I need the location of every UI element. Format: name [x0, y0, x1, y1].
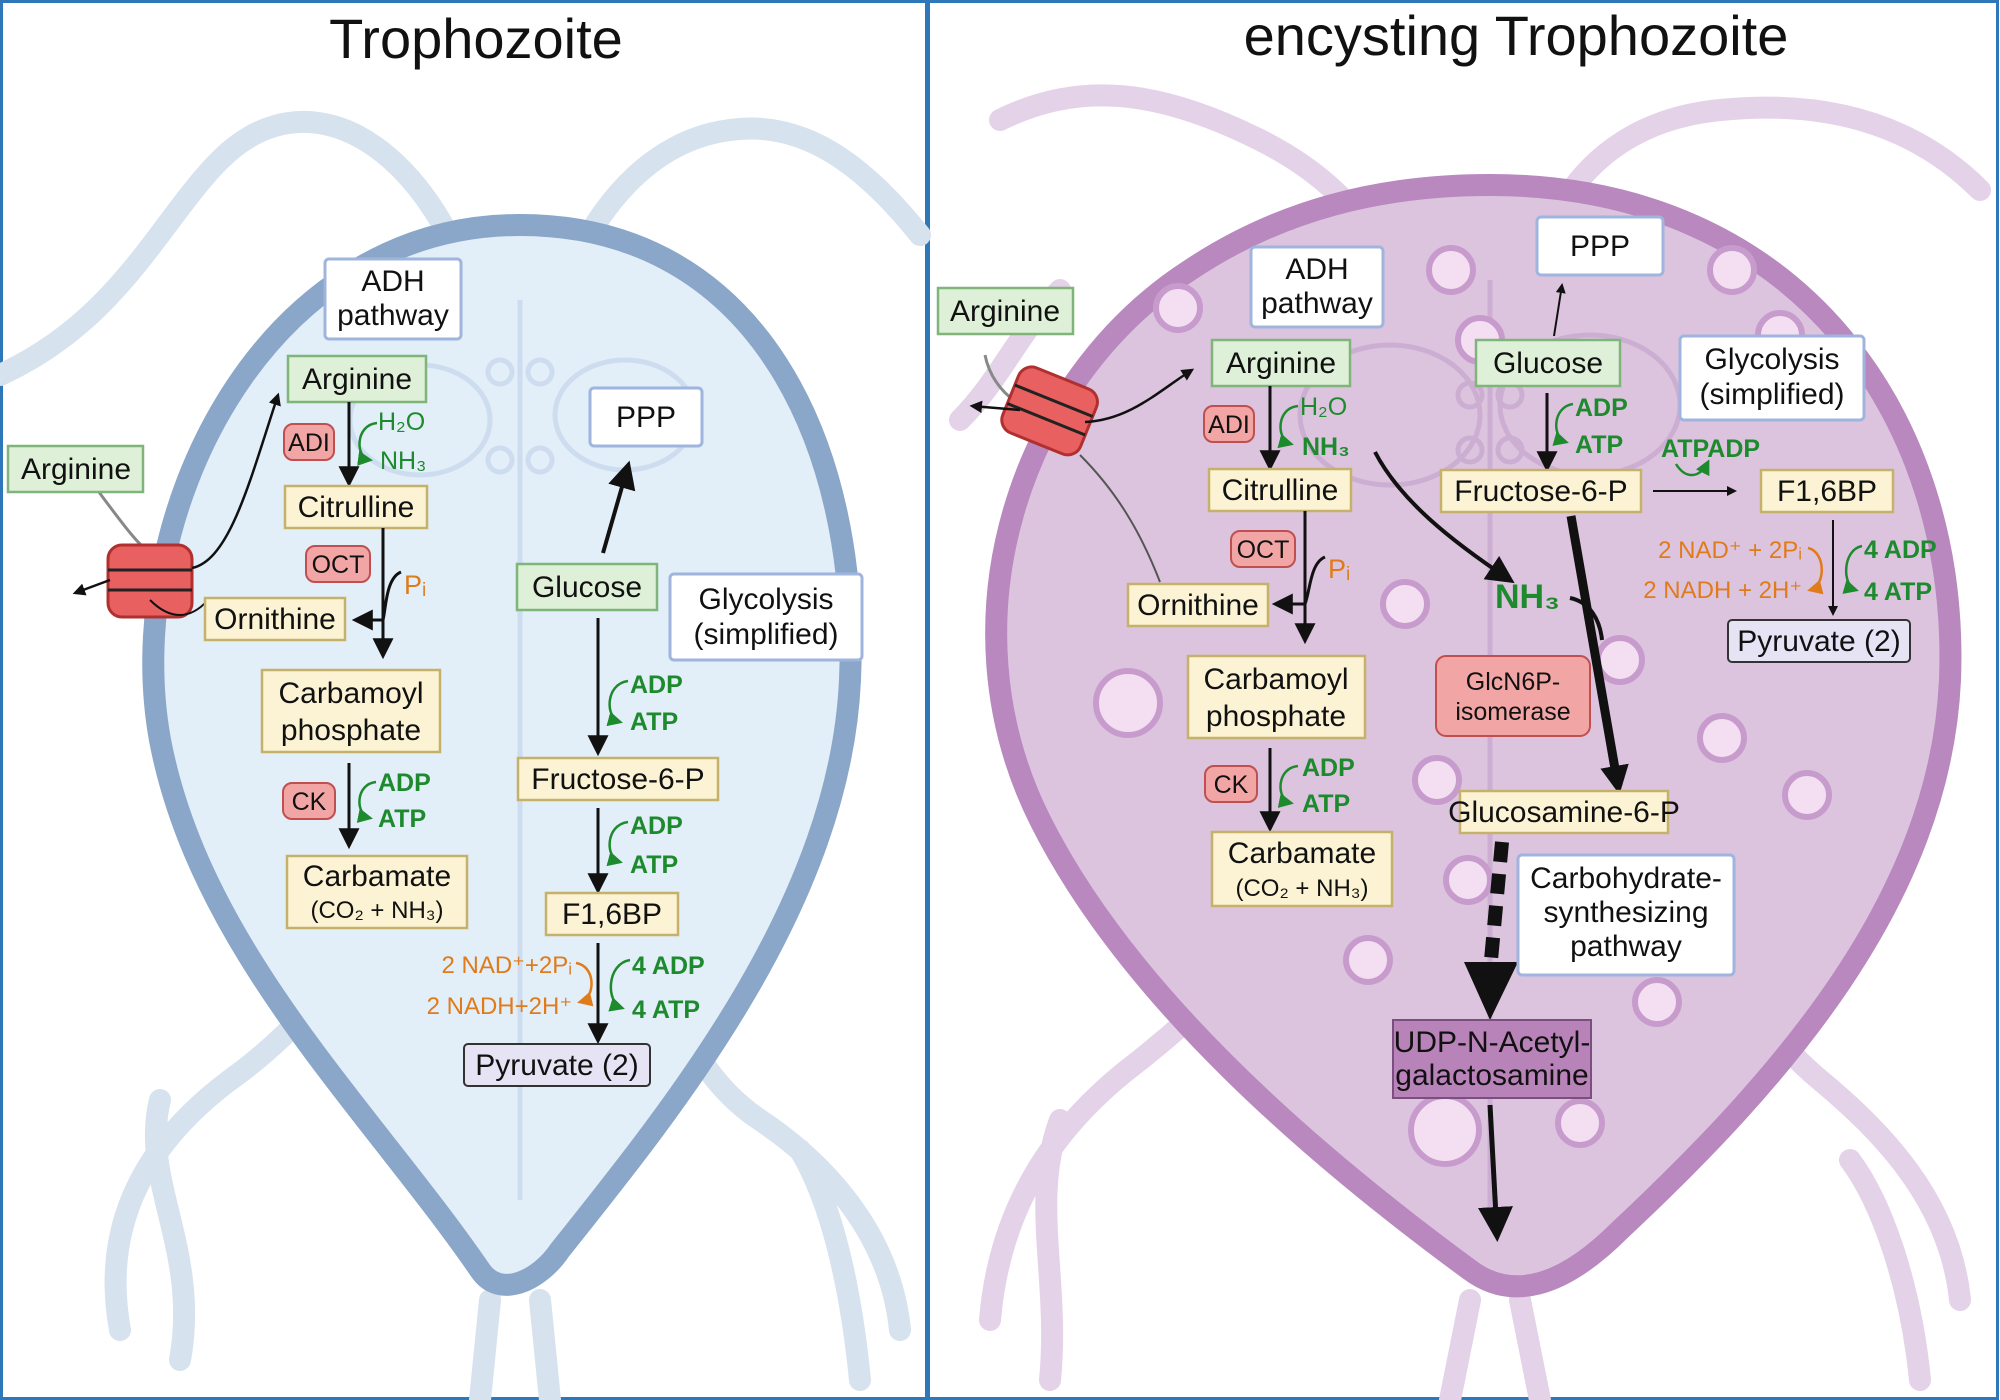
- left-h2o-label: H₂O: [378, 408, 425, 436]
- left-4adp: 4 ADP: [632, 952, 705, 980]
- right-vesicles: [1093, 245, 1832, 1167]
- left-transporter-icon: [88, 479, 194, 619]
- right-arginine-label: Arginine: [1226, 347, 1336, 380]
- left-carbamoyl-line1: Carbamoyl: [278, 677, 423, 710]
- left-arginine-outside-label: Arginine: [21, 453, 131, 486]
- right-ornithine-label: Ornithine: [1137, 589, 1259, 622]
- right-h2o-label: H₂O: [1300, 393, 1347, 421]
- right-arginine-outside-label: Arginine: [950, 295, 1060, 328]
- left-import-arrow: [191, 392, 281, 570]
- left-pyruvate-label: Pyruvate (2): [475, 1049, 638, 1082]
- right-dashed-arrow-head: [1464, 962, 1518, 1020]
- right-nh3-arrow: [1373, 451, 1515, 584]
- right-nh3-big: NH₃: [1495, 578, 1560, 616]
- left-pi-label: Pᵢ: [404, 570, 426, 600]
- right-ornithine-to-transporter: [1079, 454, 1161, 583]
- left-nadh-label: 2 NADH+2H⁺: [427, 993, 572, 1020]
- right-title: encysting Trophozoite: [1244, 4, 1789, 67]
- left-nh3-label: NH₃: [380, 447, 426, 475]
- right-citrulline-label: Citrulline: [1222, 474, 1339, 507]
- right-udp-export-arrow: [1478, 1104, 1513, 1242]
- right-carbpath-line1: Carbohydrate-: [1530, 862, 1722, 895]
- left-title: Trophozoite: [329, 7, 623, 70]
- right-atp-adp: ATPADP: [1661, 435, 1760, 463]
- right-glycolysis-line2: (simplified): [1699, 378, 1844, 411]
- left-ornithine-label: Ornithine: [214, 603, 336, 636]
- right-carbamate-label: Carbamate: [1228, 837, 1376, 870]
- left-glc-adp: ADP: [630, 671, 683, 699]
- right-nh3-label: NH₃: [1302, 433, 1350, 461]
- left-ornithine-export-arrow: [149, 599, 209, 616]
- left-glc-atp: ATP: [630, 708, 678, 736]
- right-carbpath-line2: synthesizing: [1543, 896, 1708, 929]
- left-f6p-label: Fructose-6-P: [531, 763, 704, 796]
- right-ck-label: CK: [1214, 771, 1249, 799]
- right-carbamoyl-line2: phosphate: [1206, 700, 1346, 733]
- left-carbamoyl-line2: phosphate: [281, 714, 421, 747]
- left-export-arrow: [72, 578, 111, 596]
- right-isomerase-line2: isomerase: [1455, 698, 1570, 726]
- left-f16bp-label: F1,6BP: [562, 898, 662, 931]
- right-transporter-icon: [983, 354, 1099, 457]
- right-adi-label: ADI: [1208, 411, 1250, 439]
- right-f6p-to-glcn6p-arrow: [1566, 515, 1629, 795]
- right-adh-line1: ADH: [1285, 253, 1348, 286]
- right-carbpath-line3: pathway: [1570, 930, 1682, 963]
- left-carbamate-sub: (CO₂ + NH₃): [310, 897, 443, 924]
- left-4atp: 4 ATP: [632, 996, 700, 1024]
- left-adh-line1: ADH: [361, 265, 424, 298]
- right-export-arrow: [969, 400, 1021, 414]
- left-nad-label: 2 NAD⁺+2Pᵢ: [442, 952, 573, 979]
- left-adi-label: ADI: [288, 429, 330, 457]
- right-ppp-label: PPP: [1570, 230, 1630, 263]
- right-udp-line2: galactosamine: [1395, 1059, 1588, 1092]
- right-f16bp-label: F1,6BP: [1777, 475, 1877, 508]
- right-4adp: 4 ADP: [1864, 536, 1937, 564]
- right-udp-line1: UDP-N-Acetyl-: [1394, 1026, 1591, 1059]
- right-isomerase-line1: GlcN6P-: [1466, 668, 1560, 696]
- right-pi-label: Pᵢ: [1328, 554, 1350, 584]
- left-glycolysis-line1: Glycolysis: [698, 583, 833, 616]
- right-carbamoyl-line1: Carbamoyl: [1203, 663, 1348, 696]
- right-carbamate-sub: (CO₂ + NH₃): [1235, 875, 1368, 902]
- left-ppp-label: PPP: [616, 401, 676, 434]
- left-glucose-label: Glucose: [532, 571, 642, 604]
- right-adh-line2: pathway: [1261, 287, 1373, 320]
- right-glucosamine-label: Glucosamine-6-P: [1448, 796, 1680, 829]
- right-glc-atp: ATP: [1575, 431, 1623, 459]
- right-import-arrow: [1084, 368, 1195, 424]
- right-panel-frame: [927, 0, 1999, 1400]
- right-pyruvate-label: Pyruvate (2): [1737, 625, 1900, 658]
- right-4atp: 4 ATP: [1864, 578, 1932, 606]
- left-ck-adp: ADP: [378, 769, 431, 797]
- right-nad-label: 2 NAD⁺ + 2Pᵢ: [1658, 537, 1802, 564]
- right-oct-label: OCT: [1237, 536, 1290, 564]
- left-carbamate-label: Carbamate: [303, 860, 451, 893]
- right-f6p-label: Fructose-6-P: [1454, 475, 1627, 508]
- left-f6p-adp: ADP: [630, 812, 683, 840]
- left-f6p-atp: ATP: [630, 851, 678, 879]
- right-dashed-arrow: [1484, 841, 1509, 961]
- left-glycolysis-line2: (simplified): [693, 618, 838, 651]
- left-oct-label: OCT: [312, 551, 365, 579]
- left-adh-line2: pathway: [337, 299, 449, 332]
- right-nadh-label: 2 NADH + 2H⁺: [1643, 577, 1802, 604]
- right-glucose-label: Glucose: [1493, 347, 1603, 380]
- left-citrulline-label: Citrulline: [298, 491, 415, 524]
- left-arginine-label: Arginine: [302, 363, 412, 396]
- right-glc-adp: ADP: [1575, 394, 1628, 422]
- left-panel-frame: [0, 0, 928, 1400]
- left-ck-label: CK: [292, 788, 327, 816]
- right-ck-atp: ATP: [1302, 790, 1350, 818]
- left-ck-atp: ATP: [378, 805, 426, 833]
- right-glycolysis-line1: Glycolysis: [1704, 343, 1839, 376]
- right-ck-adp: ADP: [1302, 754, 1355, 782]
